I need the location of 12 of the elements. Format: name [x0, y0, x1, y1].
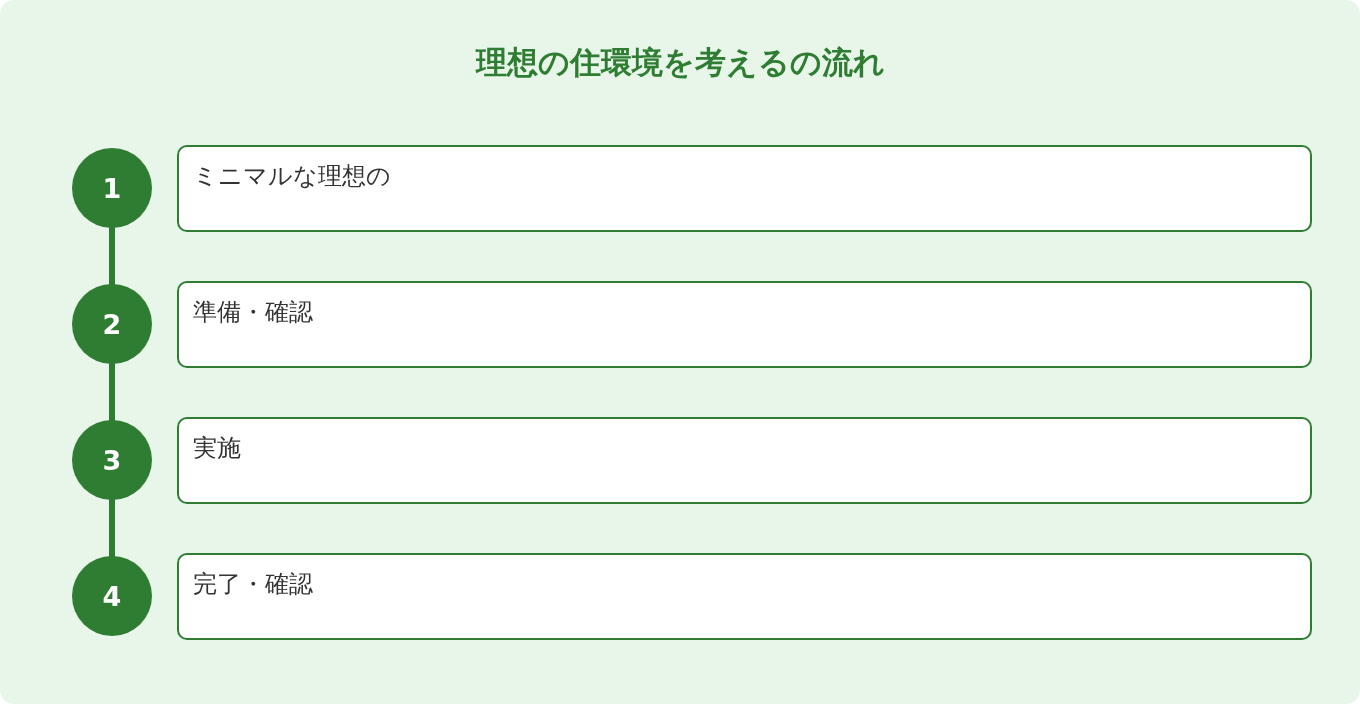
step-card [177, 553, 1312, 640]
connector-line [109, 227, 115, 285]
step-label: 実施 [193, 433, 241, 464]
step-card [177, 417, 1312, 504]
step-label: 完了・確認 [193, 569, 313, 600]
title: 理想の住環境を考えるの流れ [475, 44, 885, 80]
step-card [177, 281, 1312, 368]
step-label: ミニマルな理想の [193, 161, 391, 192]
step-label: 準備・確認 [193, 297, 313, 328]
connector-line [109, 363, 115, 421]
step-card [177, 145, 1312, 232]
connector-line [109, 499, 115, 557]
